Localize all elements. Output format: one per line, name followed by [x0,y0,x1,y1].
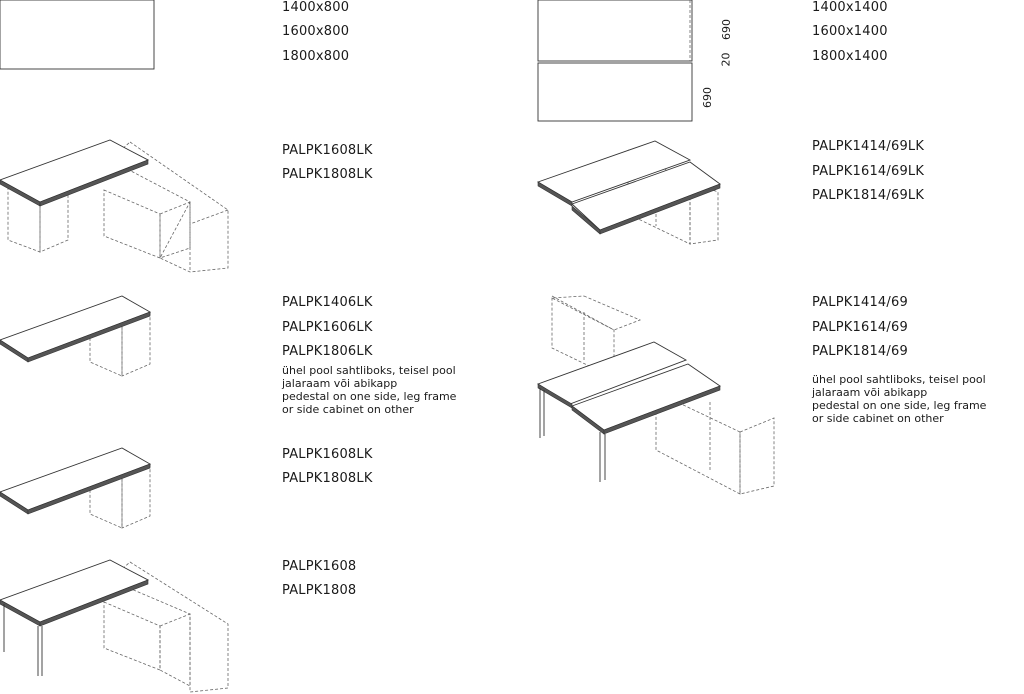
product-code: PALPK1414/69LK [812,139,925,154]
product-code: PALPK1814/69 [812,344,908,359]
size-label: 1600x1400 [812,24,888,39]
product-code: PALPK1608LK [282,143,373,158]
product-code: PALPK1808LK [282,471,373,486]
dimension-label-bottom: 690 [701,87,714,108]
plan-desk-single [0,0,155,70]
desk-with-pedestal [0,295,152,377]
product-note: ühel pool sahtliboks, teisel pool jalara… [282,364,457,416]
product-code: PALPK1614/69LK [812,164,925,179]
product-note: ühel pool sahtliboks, teisel pool jalara… [812,373,987,425]
product-code: PALPK1608 [282,559,357,574]
double-desk-with-cabinet [536,140,721,245]
product-code: PALPK1808 [282,583,357,598]
product-code: PALPK1414/69 [812,295,908,310]
product-code: PALPK1814/69LK [812,188,925,203]
product-code: PALPK1608LK [282,447,373,462]
product-code: PALPK1606LK [282,320,373,335]
double-desk-with-legs-and-cabinets [536,295,775,495]
size-label: 1400x1400 [812,0,888,15]
size-label: 1800x1400 [812,49,888,64]
size-label: 1400x800 [282,0,350,15]
dimension-label-top: 690 [720,19,733,40]
product-code: PALPK1806LK [282,344,373,359]
desk-with-legs-and-cabinet [0,559,229,693]
desk-with-side-cabinet [0,447,152,529]
plan-desk-double [537,0,693,122]
desk-with-pedestal-and-cabinet-1 [0,139,229,273]
size-label: 1600x800 [282,24,350,39]
product-code: PALPK1406LK [282,295,373,310]
product-code: PALPK1614/69 [812,320,908,335]
size-label: 1800x800 [282,49,350,64]
product-code: PALPK1808LK [282,167,373,182]
dimension-label-gap: 20 [719,52,733,67]
